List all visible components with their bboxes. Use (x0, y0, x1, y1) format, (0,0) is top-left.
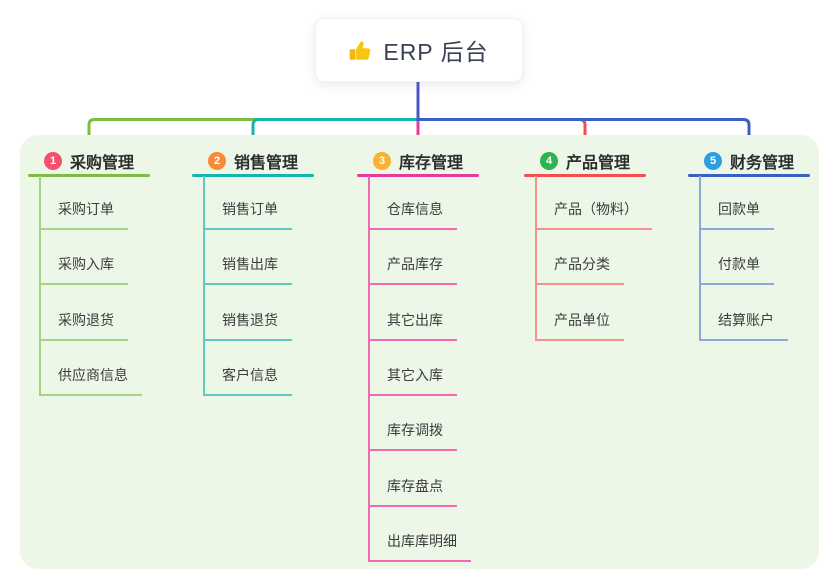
child-node[interactable]: 供应商信息 (39, 365, 142, 396)
branch-spine-line (699, 176, 701, 341)
branch-number-badge: 5 (704, 152, 722, 170)
branch-number-badge: 4 (540, 152, 558, 170)
child-node[interactable]: 出库库明细 (368, 531, 471, 562)
branch-label: 库存管理 (399, 155, 464, 172)
child-node[interactable]: 其它出库 (368, 310, 457, 341)
child-node[interactable]: 库存调拨 (368, 420, 457, 451)
child-node[interactable]: 结算账户 (699, 310, 788, 341)
child-node[interactable]: 采购退货 (39, 310, 128, 341)
branch-label: 销售管理 (234, 155, 299, 172)
child-node[interactable]: 库存盘点 (368, 476, 457, 507)
child-node[interactable]: 产品库存 (368, 254, 457, 285)
branch-node-5[interactable]: 5 财务管理 (704, 148, 794, 174)
child-node[interactable]: 销售订单 (203, 199, 292, 230)
branch-number-badge: 1 (44, 152, 62, 170)
child-node[interactable]: 回款单 (699, 199, 774, 230)
branch-node-1[interactable]: 1 采购管理 (44, 148, 134, 174)
branch-underline (192, 174, 314, 177)
child-node[interactable]: 产品分类 (535, 254, 624, 285)
branch-underline (357, 174, 479, 177)
branch-number-badge: 3 (373, 152, 391, 170)
child-node[interactable]: 产品（物料） (535, 199, 652, 230)
branch-spine-line (535, 176, 537, 341)
branch-node-3[interactable]: 3 库存管理 (373, 148, 463, 174)
child-node[interactable]: 销售出库 (203, 254, 292, 285)
child-node[interactable]: 付款单 (699, 254, 774, 285)
branch-label: 产品管理 (566, 155, 631, 172)
child-node[interactable]: 仓库信息 (368, 199, 457, 230)
branch-underline (688, 174, 810, 177)
child-node[interactable]: 采购订单 (39, 199, 128, 230)
root-node-title: ERP 后台 (383, 39, 489, 65)
child-node[interactable]: 产品单位 (535, 310, 624, 341)
branch-spine-line (368, 176, 370, 562)
branch-number-badge: 2 (208, 152, 226, 170)
child-node[interactable]: 采购入库 (39, 254, 128, 285)
branch-spine-line (39, 176, 41, 396)
branch-spine-line (203, 176, 205, 396)
branch-underline (524, 174, 646, 177)
branch-label: 采购管理 (70, 155, 135, 172)
branch-label: 财务管理 (730, 155, 795, 172)
child-node[interactable]: 其它入库 (368, 365, 457, 396)
branch-node-4[interactable]: 4 产品管理 (540, 148, 630, 174)
branches-panel (20, 135, 819, 569)
branch-node-2[interactable]: 2 销售管理 (208, 148, 298, 174)
branch-underline (28, 174, 150, 177)
child-node[interactable]: 销售退货 (203, 310, 292, 341)
child-node[interactable]: 客户信息 (203, 365, 292, 396)
root-node-erp[interactable]: ERP 后台 (315, 18, 523, 82)
thumbs-up-icon (350, 41, 371, 60)
